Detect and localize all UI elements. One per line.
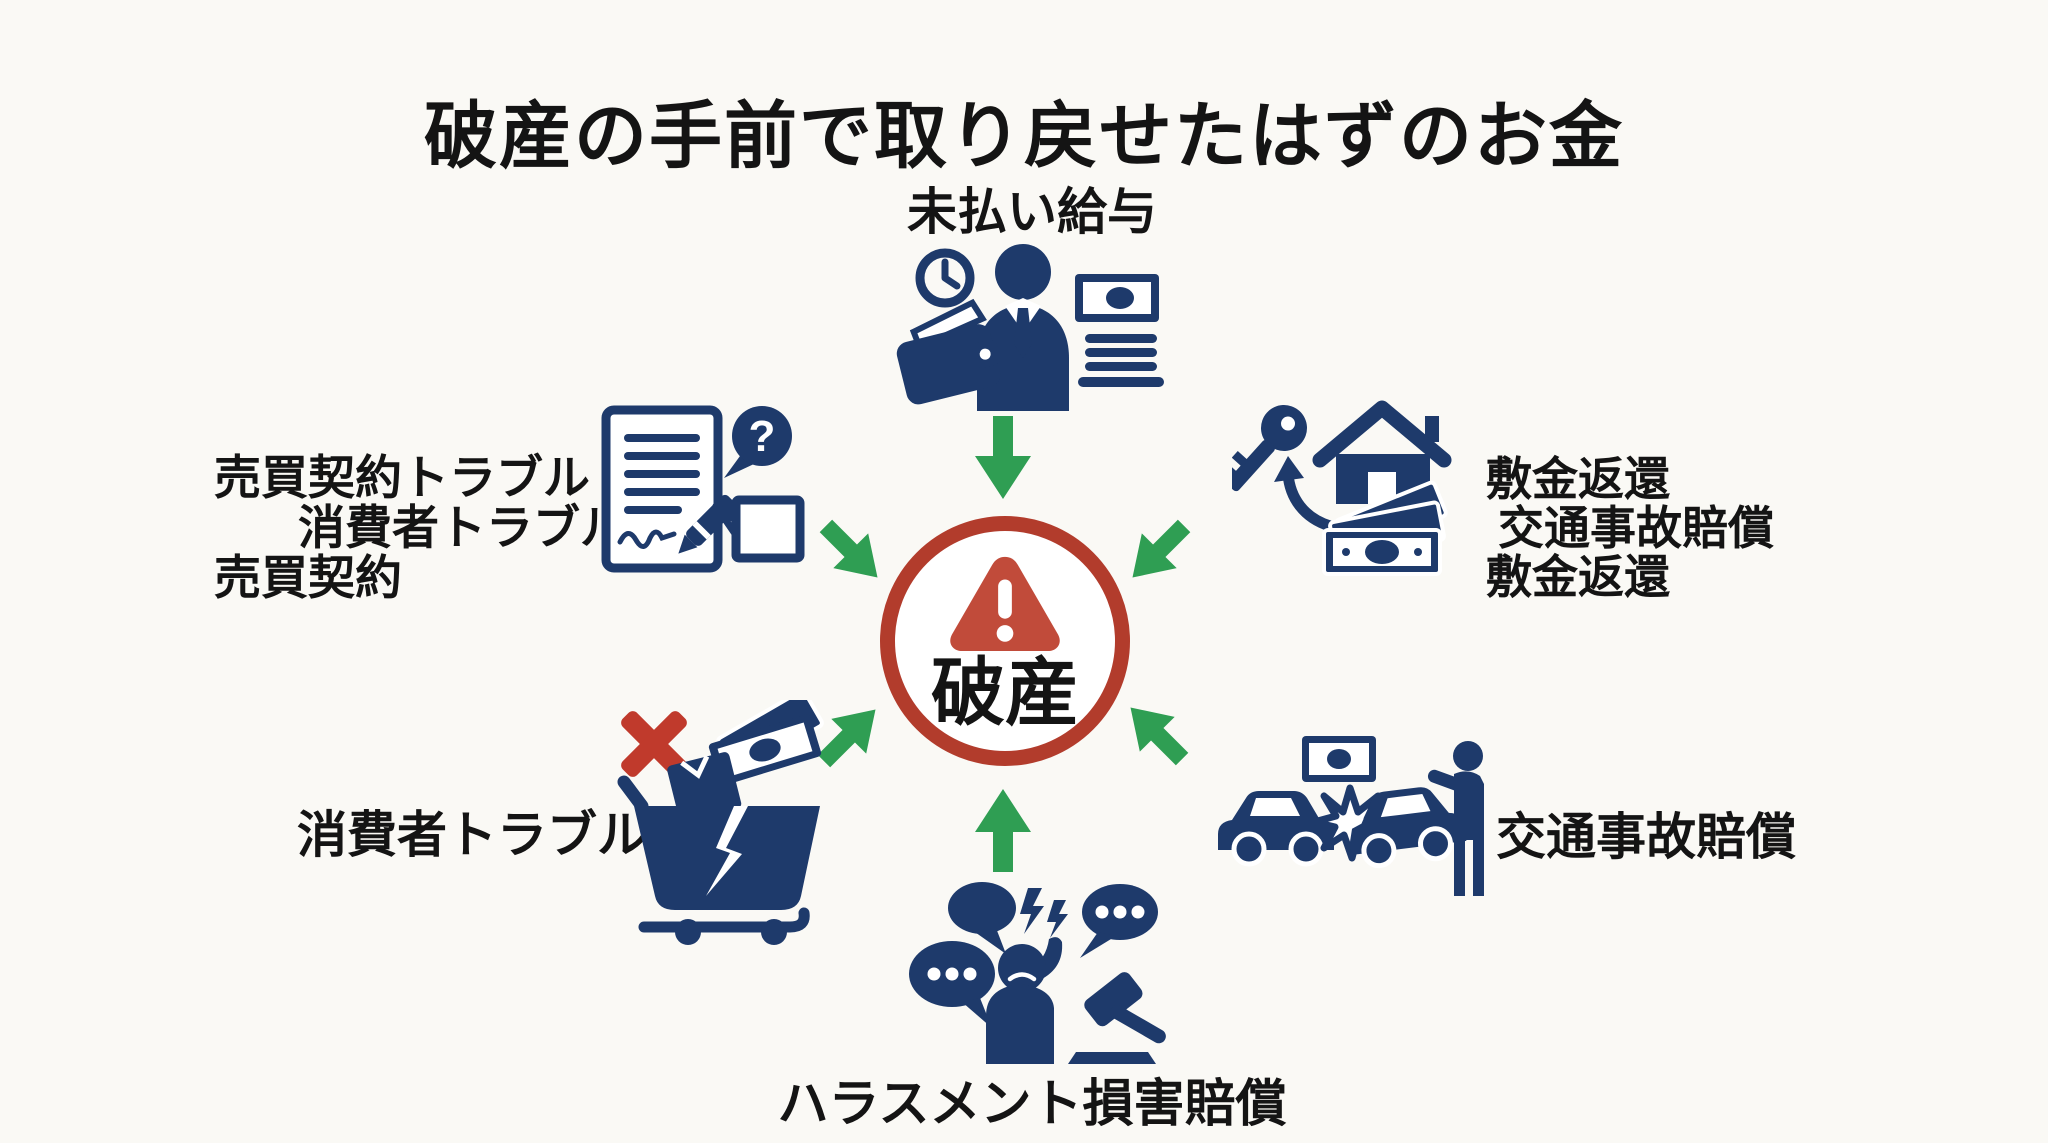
- arrow-up-right-icon: [817, 709, 876, 768]
- traffic-accident-label: 交通事故賠償: [1496, 809, 1796, 865]
- car-crash-person-icon: [1218, 736, 1484, 896]
- key-icon: [1232, 405, 1307, 492]
- deposit-return-label-duplicate: 敷金返還: [1486, 551, 1670, 603]
- arrow-down-right-icon: [819, 519, 878, 578]
- wallet-icon: [896, 298, 1001, 405]
- arrow-down-icon: [975, 416, 1031, 499]
- deposit-return-label: 敷金返還: [1486, 453, 1670, 505]
- speech-bubble-top-icon: [948, 882, 1016, 954]
- banknote-icon: [1075, 274, 1159, 322]
- bankruptcy-center-circle: 破産: [880, 516, 1130, 766]
- speech-bubble-right-icon: [1080, 884, 1158, 958]
- stressed-person-icon: [986, 937, 1063, 1064]
- left-car-icon: [1218, 791, 1334, 867]
- clock-icon: [915, 248, 975, 308]
- red-x-icon: [621, 711, 687, 777]
- empty-bubble-icon: [712, 495, 805, 563]
- businessman-icon: [977, 244, 1069, 411]
- arrow-down-left-icon: [1132, 519, 1191, 578]
- arrow-up-icon: [975, 789, 1031, 872]
- traffic-accident-label-duplicate: 交通事故賠償: [1498, 502, 1774, 554]
- gavel-icon: [1068, 972, 1166, 1064]
- deposit-return-labels: 敷金返還 交通事故賠償 敷金返還: [1486, 455, 1774, 602]
- return-arrow-icon: [1274, 456, 1332, 532]
- arrow-up-left-icon: [1130, 707, 1189, 766]
- banknote-icon: [1302, 736, 1376, 782]
- sales-contract-label: 売買契約: [214, 551, 402, 604]
- broken-cart-red-x-icon: [617, 700, 824, 945]
- banknotes-icon: [708, 700, 824, 786]
- key-house-banknotes-icon: [1232, 400, 1452, 576]
- pay-lines-icon: [1078, 334, 1164, 387]
- harassment-damages-label: ハラスメント損害賠償: [777, 1075, 1287, 1132]
- question-bubble-icon: ?: [724, 406, 792, 478]
- contract-trouble-labels: 売買契約トラブル 消費者トラブル 売買契約: [214, 453, 627, 603]
- clock-worker-wallet-money-icon: [896, 244, 1164, 411]
- consumer-trouble-label: 消費者トラブル: [297, 807, 647, 863]
- speech-bubble-left-icon: [909, 941, 995, 1028]
- person-icon: [1427, 741, 1484, 896]
- sales-contract-trouble-label: 売買契約トラブル: [214, 451, 590, 504]
- page-title: 破産の手前で取り戻せたはずのお金: [424, 95, 1624, 177]
- consumer-trouble-label-duplicate: 消費者トラブル: [298, 501, 627, 554]
- bankruptcy-label: 破産: [931, 651, 1079, 734]
- warning-triangle-icon: [950, 556, 1060, 652]
- stress-lightning-icon: [1020, 888, 1068, 938]
- contract-pen-question-icon: ?: [601, 405, 805, 573]
- banknotes-icon: [1322, 480, 1448, 576]
- unpaid-wages-label: 未払い給与: [907, 184, 1157, 240]
- broken-cart-icon: [617, 775, 820, 945]
- right-car-icon: [1349, 787, 1467, 869]
- package-box-icon: [667, 752, 742, 822]
- svg-text:?: ?: [749, 412, 776, 461]
- speech-bubbles-stressed-person-gavel-icon: [909, 882, 1166, 1064]
